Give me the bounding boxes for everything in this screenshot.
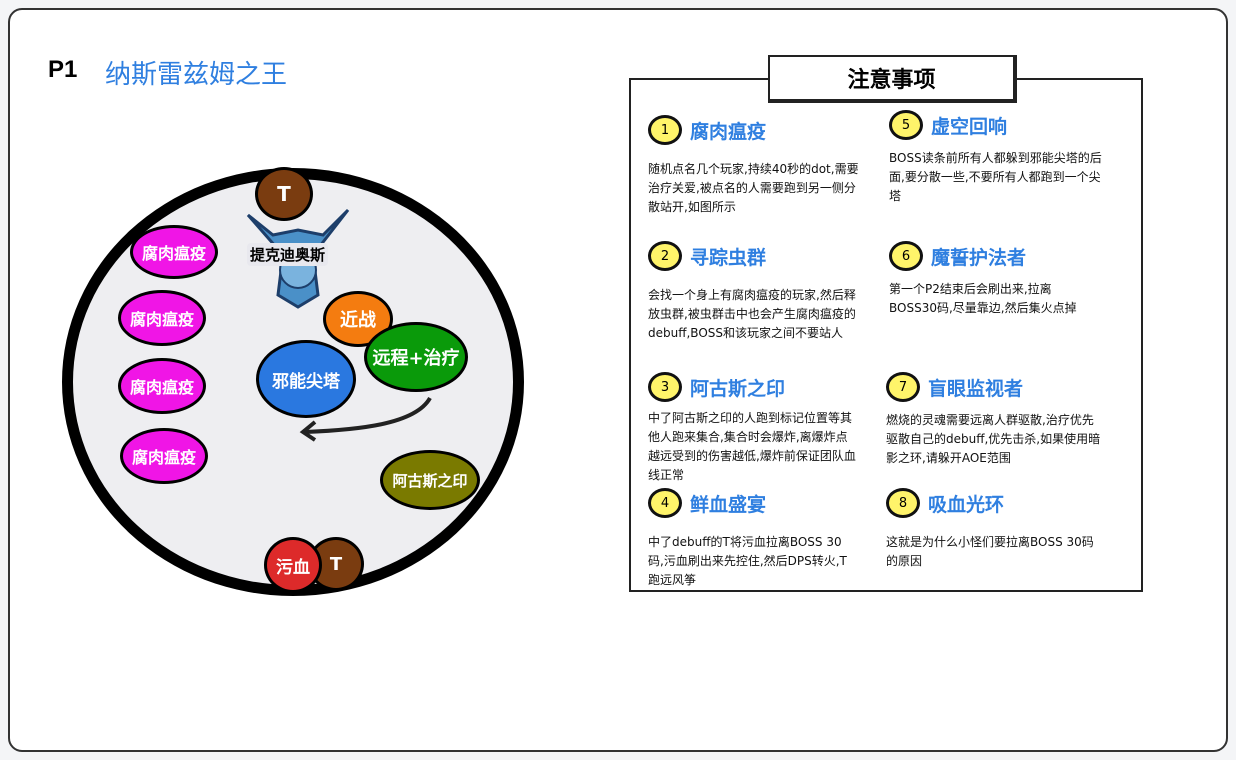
- number-badge-icon: 5: [889, 110, 923, 140]
- note-text: 中了阿古斯之印的人跑到标记位置等其他人跑来集合,集合时会爆炸,离爆炸点越远受到的…: [648, 411, 856, 482]
- note-title: 阿古斯之印: [690, 377, 786, 400]
- note-title: 鲜血盛宴: [690, 493, 767, 516]
- arrow-icon: [295, 390, 440, 449]
- ranged-healer-token: 远程+治疗: [364, 322, 468, 392]
- number-badge-icon: 1: [648, 115, 682, 145]
- plague-token: 腐肉瘟疫: [130, 225, 218, 279]
- note-text: 这就是为什么小怪们要拉离BOSS 30码的原因: [886, 535, 1094, 568]
- plague-token: 腐肉瘟疫: [118, 290, 206, 346]
- note-item: 7 盲眼监视者燃烧的灵魂需要远离人群驱散,治疗优先驱散自己的debuff,优先击杀…: [886, 369, 1101, 468]
- fel-spire-token: 邪能尖塔: [256, 340, 356, 418]
- note-item: 3 阿古斯之印中了阿古斯之印的人跑到标记位置等其他人跑来集合,集合时会爆炸,离爆炸…: [648, 369, 863, 485]
- note-title: 魔誓护法者: [931, 246, 1027, 269]
- number-badge-icon: 7: [886, 372, 920, 402]
- phase-label: P1: [48, 56, 78, 83]
- note-item: 4 鲜血盛宴中了debuff的T将污血拉离BOSS 30码,污血刷出来先控住,然后…: [648, 485, 863, 590]
- note-title: 虚空回响: [931, 115, 1008, 138]
- note-item: 6 魔誓护法者第一个P2结束后会刷出来,拉离BOSS30码,尽量靠边,然后集火点掉: [889, 238, 1104, 318]
- note-item: 2 寻踪虫群会找一个身上有腐肉瘟疫的玩家,然后释放虫群,被虫群击中也会产生腐肉瘟疫…: [648, 238, 863, 343]
- arena-map: T 提克迪奥斯 腐肉瘟疫 腐肉瘟疫 腐肉瘟疫 腐肉瘟疫 近战 远程+治疗 邪能尖…: [0, 0, 600, 620]
- note-text: 会找一个身上有腐肉瘟疫的玩家,然后释放虫群,被虫群击中也会产生腐肉瘟疫的debu…: [648, 288, 856, 340]
- note-item: 8 吸血光环这就是为什么小怪们要拉离BOSS 30码的原因: [886, 485, 1101, 571]
- number-badge-icon: 8: [886, 488, 920, 518]
- boss-name-label: 提克迪奥斯: [247, 243, 329, 266]
- notes-title: 注意事项: [768, 55, 1017, 103]
- note-title: 腐肉瘟疫: [690, 120, 767, 143]
- number-badge-icon: 3: [648, 372, 682, 402]
- plague-token: 腐肉瘟疫: [120, 428, 208, 484]
- note-title: 吸血光环: [928, 493, 1005, 516]
- tank-token-top: T: [255, 167, 313, 221]
- blood-token: 污血: [264, 537, 322, 593]
- number-badge-icon: 2: [648, 241, 682, 271]
- note-text: 随机点名几个玩家,持续40秒的dot,需要治疗关爱,被点名的人需要跑到另一侧分散…: [648, 162, 859, 214]
- note-text: BOSS读条前所有人都躲到邪能尖塔的后面,要分散一些,不要所有人都跑到一个尖塔: [889, 151, 1102, 203]
- note-item: 5 虚空回响 BOSS读条前所有人都躲到邪能尖塔的后面,要分散一些,不要所有人都跑到…: [889, 107, 1104, 206]
- note-text: 燃烧的灵魂需要远离人群驱散,治疗优先驱散自己的debuff,优先击杀,如果使用暗…: [886, 413, 1101, 465]
- note-title: 寻踪虫群: [690, 246, 767, 269]
- number-badge-icon: 4: [648, 488, 682, 518]
- argus-mark-token: 阿古斯之印: [380, 450, 480, 510]
- note-title: 盲眼监视者: [928, 377, 1024, 400]
- note-text: 第一个P2结束后会刷出来,拉离BOSS30码,尽量靠边,然后集火点掉: [889, 282, 1077, 315]
- note-item: 1 腐肉瘟疫随机点名几个玩家,持续40秒的dot,需要治疗关爱,被点名的人需要跑到…: [648, 112, 863, 217]
- number-badge-icon: 6: [889, 241, 923, 271]
- plague-token: 腐肉瘟疫: [118, 358, 206, 414]
- note-text: 中了debuff的T将污血拉离BOSS 30码,污血刷出来先控住,然后DPS转火…: [648, 535, 847, 587]
- boss-title: 纳斯雷兹姆之王: [105, 60, 288, 90]
